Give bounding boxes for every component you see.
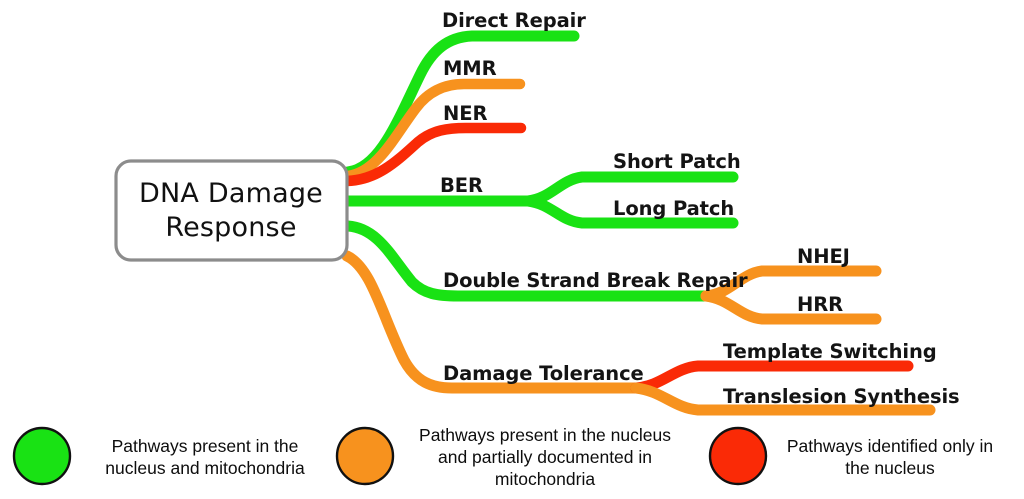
branch-line-double-strand-break-repair[interactable] bbox=[342, 220, 716, 302]
branch-label-double-strand-break-repair: Double Strand Break Repair bbox=[443, 269, 748, 292]
branch-label-template-switching: Template Switching bbox=[723, 340, 937, 363]
legend-swatch-green bbox=[12, 426, 72, 486]
branch-line-ner[interactable] bbox=[341, 122, 527, 187]
root-node-box[interactable] bbox=[114, 159, 349, 262]
branch-label-ner: NER bbox=[443, 102, 487, 125]
branch-line-mmr[interactable] bbox=[342, 78, 526, 182]
branch-label-direct-repair: Direct Repair bbox=[442, 9, 586, 32]
legend-label-green-line2: nucleus and mitochondria bbox=[105, 458, 305, 478]
branch-label-nhej: NHEJ bbox=[797, 245, 850, 268]
branch-label-ber: BER bbox=[440, 174, 483, 197]
branch-label-mmr: MMR bbox=[443, 57, 497, 80]
branch-label-damage-tolerance: Damage Tolerance bbox=[443, 362, 644, 385]
branch-label-translesion-synthesis: Translesion Synthesis bbox=[723, 385, 960, 408]
root-node-label-line1: DNA Damage bbox=[139, 178, 323, 209]
branch-line-translesion-synthesis[interactable] bbox=[630, 382, 936, 416]
branch-line-long-patch[interactable] bbox=[522, 195, 739, 229]
branch-label-long-patch: Long Patch bbox=[613, 197, 734, 220]
legend-swatch-red bbox=[708, 426, 768, 486]
legend-label-red-line1: Pathways identified only in bbox=[787, 436, 993, 456]
legend-label-orange-line2: and partially documented in bbox=[438, 447, 652, 467]
legend-label-red-line2: the nucleus bbox=[845, 458, 935, 478]
legend-swatch-orange bbox=[335, 426, 395, 486]
legend-label-orange-line3: mitochondria bbox=[495, 469, 595, 489]
branch-line-damage-tolerance[interactable] bbox=[341, 250, 646, 394]
legend-label-orange-line1: Pathways present in the nucleus bbox=[419, 425, 671, 445]
branch-label-short-patch: Short Patch bbox=[613, 150, 741, 173]
branch-label-hrr: HRR bbox=[797, 293, 843, 316]
legend-label-green-line1: Pathways present in the bbox=[112, 436, 299, 456]
root-node-label-line2: Response bbox=[165, 212, 296, 243]
branch-line-hrr[interactable] bbox=[700, 290, 882, 325]
